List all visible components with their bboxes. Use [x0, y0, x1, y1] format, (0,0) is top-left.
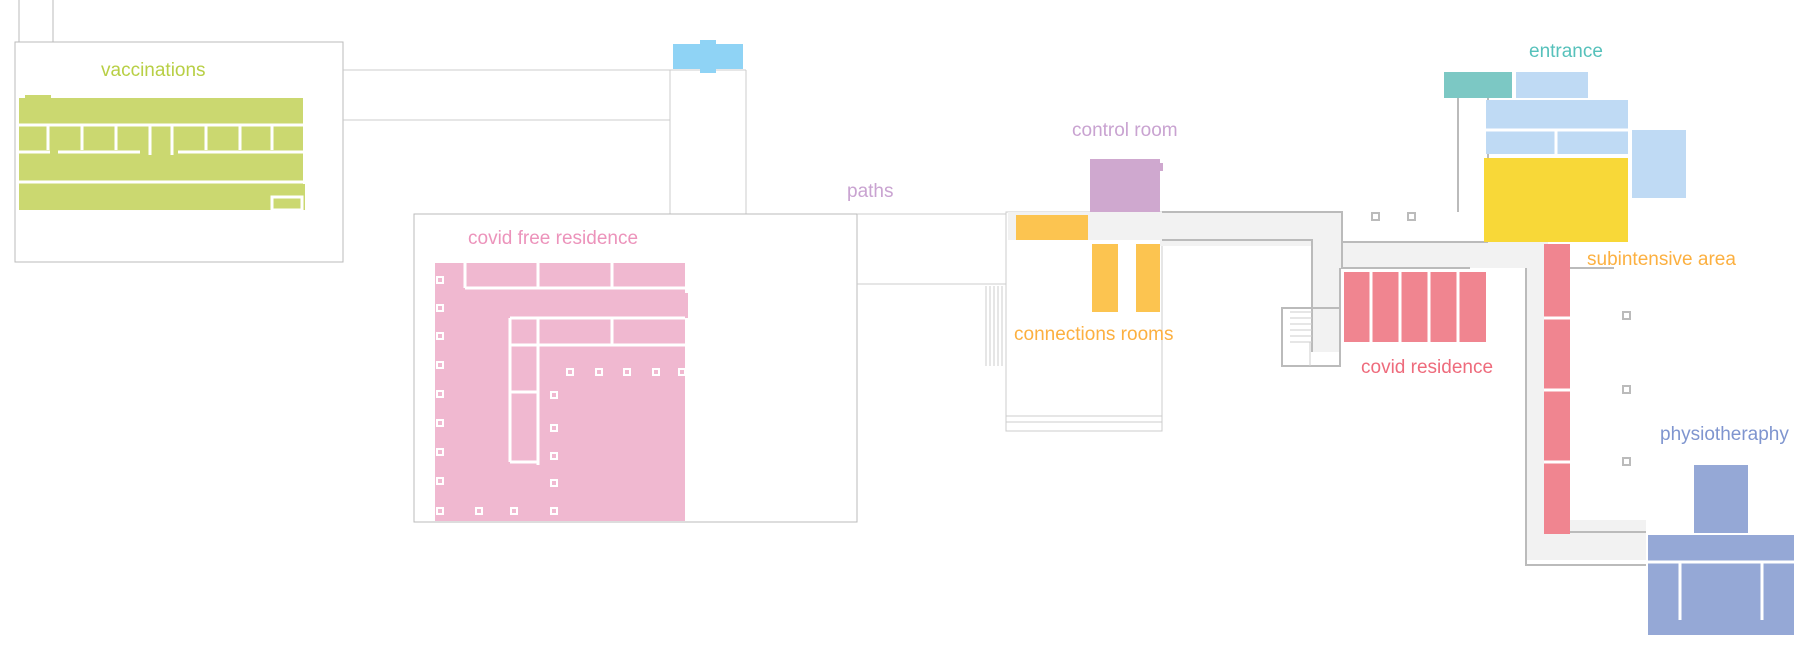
connections-rooms-label: connections rooms [1014, 324, 1174, 345]
subintensive-area [1484, 158, 1628, 242]
covid-free-residence-label: covid free residence [468, 228, 639, 249]
physiotheraphy-label: physiotheraphy [1660, 424, 1789, 445]
covid-residence-area [1344, 244, 1570, 534]
control-room-area [1090, 159, 1163, 212]
stub-outline [18, 0, 54, 43]
covid-residence-label: covid residence [1361, 357, 1494, 378]
control-room-label: control room [1072, 120, 1178, 141]
covid-free-residence-outline [413, 213, 858, 523]
subintensive-area-label: subintensive area [1587, 249, 1736, 270]
entrance-label: entrance [1529, 41, 1603, 62]
vaccinations-label: vaccinations [101, 60, 206, 81]
entrance-area [1444, 72, 1686, 198]
small-blue-block [673, 40, 743, 73]
paths-connector [857, 213, 1006, 366]
upper-connector [343, 69, 747, 214]
vaccinations-area [19, 95, 305, 212]
vaccinations-outline [14, 41, 344, 263]
paths-label: paths [847, 181, 894, 202]
physiotheraphy-area [1648, 465, 1794, 635]
covid-free-residence-area [435, 263, 688, 521]
connections-rooms-area [1016, 215, 1160, 312]
